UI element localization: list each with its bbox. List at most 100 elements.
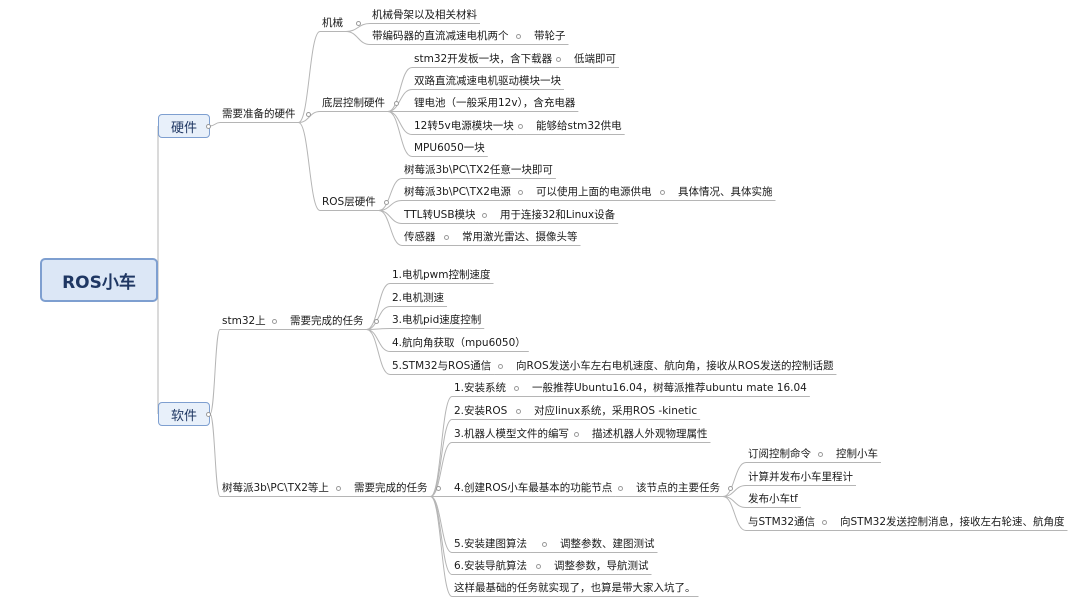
node-lower-item5[interactable]: MPU6050一块 [414,142,485,154]
node-pi-task4-sub1-note[interactable]: 控制小车 [836,448,878,460]
node-ros-item2[interactable]: 树莓派3b\PC\TX2电源 [404,186,511,198]
node-pi-task5-note[interactable]: 调整参数、建图测试 [560,538,655,550]
connector-line [366,329,391,375]
connector-line [430,419,453,497]
node-pi-task2[interactable]: 2.安装ROS [454,405,508,417]
node-pi-task4-sub4[interactable]: 与STM32通信 [748,516,815,528]
node-stm32-sub[interactable]: 需要完成的任务 [290,315,364,327]
collapse-dot-icon[interactable] [272,319,277,324]
collapse-dot-icon[interactable] [660,190,665,195]
node-pi-task4-note[interactable]: 该节点的主要任务 [636,482,720,494]
node-hardware-sub[interactable]: 需要准备的硬件 [222,108,296,120]
collapse-dot-icon[interactable] [516,409,521,414]
node-mech-item2[interactable]: 带编码器的直流减速电机两个 [372,30,509,42]
node-ros-item3[interactable]: TTL转USB模块 [404,209,476,221]
node-lower-item3[interactable]: 锂电池（一般采用12v），含充电器 [414,97,576,109]
connector-line [387,111,413,157]
node-pi-task4-sub2[interactable]: 计算并发布小车里程计 [748,471,853,483]
collapse-dot-icon[interactable] [374,319,379,324]
node-ros-item4-note[interactable]: 常用激光雷达、摄像头等 [462,231,578,243]
collapse-dot-icon[interactable] [556,57,561,62]
connector-line [345,31,371,45]
collapse-dot-icon[interactable] [394,101,399,106]
collapse-dot-icon[interactable] [498,364,503,369]
node-lower-item4[interactable]: 12转5v电源模块一块 [414,120,514,132]
node-ros-item4[interactable]: 传感器 [404,231,436,243]
root-node[interactable]: ROS小车 [40,258,158,302]
node-ros-item2-note2[interactable]: 具体情况、具体实施 [678,186,773,198]
node-ros-item3-note[interactable]: 用于连接32和Linux设备 [500,209,616,221]
collapse-dot-icon[interactable] [728,486,733,491]
collapse-dot-icon[interactable] [444,235,449,240]
connector-line [366,306,391,330]
node-stm32-task5[interactable]: 5.STM32与ROS通信 [392,360,492,372]
node-pi-task4[interactable]: 4.创建ROS小车最基本的功能节点 [454,482,613,494]
collapse-dot-icon[interactable] [356,21,361,26]
node-lower-item4-note[interactable]: 能够给stm32供电 [536,120,622,132]
node-stm32-task2[interactable]: 2.电机测速 [392,292,445,304]
collapse-dot-icon[interactable] [482,213,487,218]
node-mech-item2-note[interactable]: 带轮子 [534,30,566,42]
collapse-dot-icon[interactable] [306,112,311,117]
connector-line [722,462,747,497]
node-pi-task6-note[interactable]: 调整参数，导航测试 [554,560,649,572]
node-stm32[interactable]: stm32上 [222,315,266,327]
node-ros-item2-note[interactable]: 可以使用上面的电源供电 [536,186,652,198]
collapse-dot-icon[interactable] [516,34,521,39]
collapse-dot-icon[interactable] [536,564,541,569]
node-pi-task2-note[interactable]: 对应linux系统，采用ROS -kinetic [534,405,698,417]
connector-line [387,67,413,112]
node-pi-task4-sub1[interactable]: 订阅控制命令 [748,448,811,460]
node-pi[interactable]: 树莓派3b\PC\TX2等上 [222,482,329,494]
collapse-dot-icon[interactable] [384,200,389,205]
node-lower-item2[interactable]: 双路直流减速电机驱动模块一块 [414,75,561,87]
collapse-dot-icon[interactable] [574,432,579,437]
node-pi-task6[interactable]: 6.安装导航算法 [454,560,528,572]
node-lower-item1-note[interactable]: 低端即可 [574,53,616,65]
connector-line [298,122,321,211]
collapse-dot-icon[interactable] [206,412,211,417]
connector-line [366,283,391,330]
node-pi-sub[interactable]: 需要完成的任务 [354,482,428,494]
node-lower-item1[interactable]: stm32开发板一块，含下载器 [414,53,553,65]
node-pi-task5[interactable]: 5.安装建图算法 [454,538,528,550]
collapse-dot-icon[interactable] [518,190,523,195]
node-pi-task3-note[interactable]: 描述机器人外观物理属性 [592,428,708,440]
node-pi-task1[interactable]: 1.安装系统 [454,382,507,394]
collapse-dot-icon[interactable] [206,124,211,129]
collapse-dot-icon[interactable] [436,486,441,491]
branch-hardware[interactable]: 硬件 [158,114,210,138]
node-pi-task4-sub4-note[interactable]: 向STM32发送控制消息，接收左右轮速、航角度 [840,516,1065,528]
collapse-dot-icon[interactable] [822,520,827,525]
node-pi-task3[interactable]: 3.机器人模型文件的编写 [454,428,570,440]
connector-line [378,210,403,224]
connector-line [387,89,413,112]
node-stm32-task4[interactable]: 4.航向角获取（mpu6050） [392,337,526,349]
collapse-dot-icon[interactable] [542,542,547,547]
connector-line [430,396,453,497]
connector-line [430,496,453,597]
node-pi-task4-sub3[interactable]: 发布小车tf [748,493,798,505]
node-stm32-task1[interactable]: 1.电机pwm控制速度 [392,269,491,281]
node-ros-item1[interactable]: 树莓派3b\PC\TX2任意一块即可 [404,164,553,176]
connector-line [298,111,321,123]
collapse-dot-icon[interactable] [518,124,523,129]
node-mech-item1[interactable]: 机械骨架以及相关材料 [372,9,477,21]
node-ros-hw[interactable]: ROS层硬件 [322,196,376,208]
connector-line [378,210,403,246]
collapse-dot-icon[interactable] [336,486,341,491]
node-mechanical[interactable]: 机械 [322,17,343,29]
collapse-dot-icon[interactable] [514,386,519,391]
branch-software[interactable]: 软件 [158,402,210,426]
node-pi-summary[interactable]: 这样最基础的任务就实现了，也算是带大家入坑了。 [454,582,696,594]
node-pi-task1-note[interactable]: 一般推荐Ubuntu16.04，树莓派推荐ubuntu mate 16.04 [532,382,807,394]
connector-line [378,178,403,211]
node-stm32-task5-note[interactable]: 向ROS发送小车左右电机速度、航向角，接收从ROS发送的控制话题 [516,360,834,372]
collapse-dot-icon[interactable] [818,452,823,457]
connector-line [366,329,391,352]
node-stm32-task3[interactable]: 3.电机pid速度控制 [392,314,482,326]
node-lower[interactable]: 底层控制硬件 [322,97,385,109]
connector-line [430,442,453,497]
collapse-dot-icon[interactable] [618,486,623,491]
